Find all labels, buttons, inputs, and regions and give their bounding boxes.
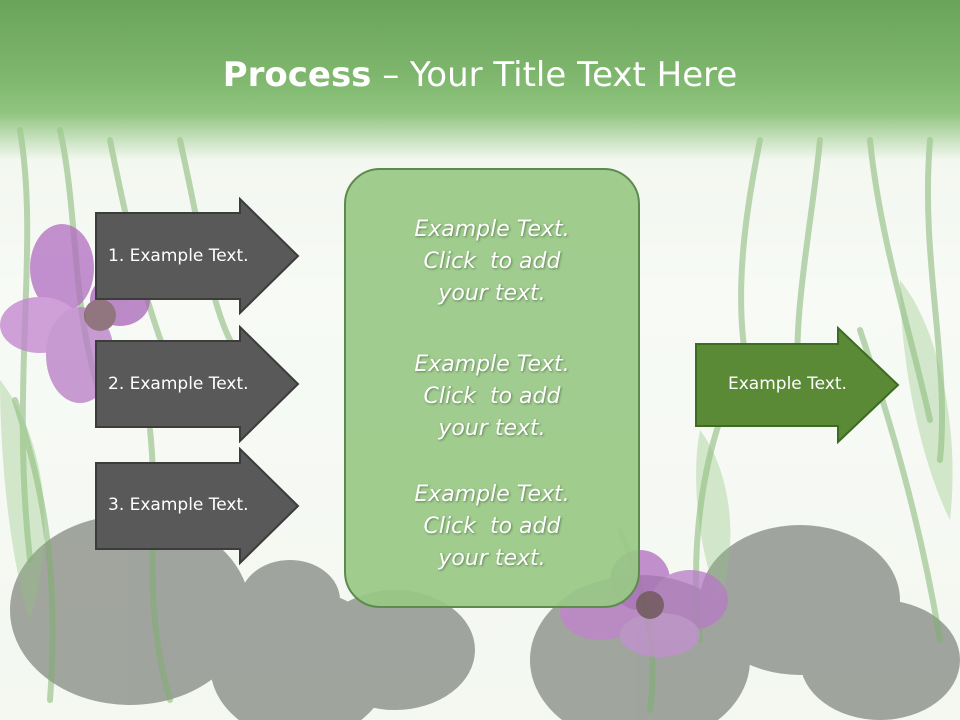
center-text-box[interactable]: Example Text. Click to add your text. Ex… (344, 168, 640, 608)
leaf (867, 137, 933, 423)
center-line: Example Text. (414, 217, 570, 242)
step-arrow-2[interactable] (94, 325, 300, 443)
stone (240, 560, 340, 640)
step-label-2[interactable]: 2. Example Text. (108, 374, 249, 394)
stone (315, 590, 475, 710)
step-arrow-3[interactable] (94, 447, 300, 565)
center-text-block-1[interactable]: Example Text. Click to add your text. (346, 214, 638, 310)
center-line: Example Text. (414, 482, 570, 507)
output-label[interactable]: Example Text. (728, 374, 847, 394)
leaf (900, 280, 953, 520)
leaf (12, 397, 56, 703)
center-text-block-3[interactable]: Example Text. Click to add your text. (346, 479, 638, 575)
center-line: Click to add (423, 384, 561, 409)
title-rest: – Your Title Text Here (371, 55, 738, 95)
center-line: your text. (438, 416, 546, 441)
output-arrow[interactable] (694, 326, 900, 444)
title-bar (0, 0, 960, 160)
step-label-1[interactable]: 1. Example Text. (108, 246, 249, 266)
center-text-block-2[interactable]: Example Text. Click to add your text. (346, 349, 638, 445)
stone (800, 600, 960, 720)
title-bold: Process (222, 55, 372, 95)
step-label-3[interactable]: 3. Example Text. (108, 495, 249, 515)
leaf (924, 137, 946, 463)
leaf (696, 430, 731, 600)
step-arrow-1[interactable] (94, 197, 300, 315)
center-line: Click to add (423, 514, 561, 539)
stone (10, 515, 250, 705)
center-line: your text. (438, 281, 546, 306)
center-line: Example Text. (414, 352, 570, 377)
center-line: your text. (438, 546, 546, 571)
leaf (0, 380, 45, 620)
slide-title: Process – Your Title Text Here (0, 52, 960, 98)
center-line: Click to add (423, 249, 561, 274)
